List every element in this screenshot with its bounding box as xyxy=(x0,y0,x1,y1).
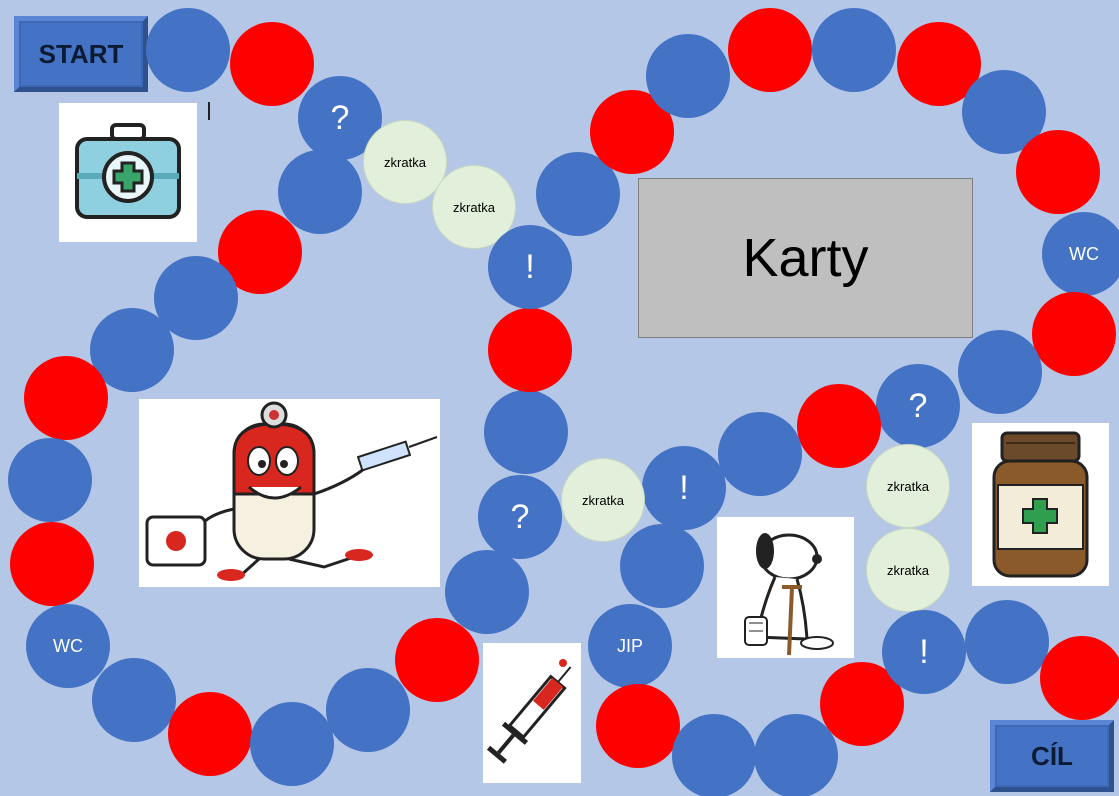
field-blue[interactable] xyxy=(146,8,230,92)
snoopy-crutch-icon xyxy=(717,517,854,658)
field-blue[interactable] xyxy=(812,8,896,92)
field-question[interactable]: ? xyxy=(298,76,382,160)
field-red[interactable] xyxy=(10,522,94,606)
field-shortcut[interactable]: zkratka xyxy=(866,528,950,612)
medicine-jar-icon xyxy=(972,423,1109,586)
text-cursor xyxy=(208,102,210,120)
cards-deck[interactable]: Karty xyxy=(638,178,973,338)
field-red[interactable] xyxy=(1016,130,1100,214)
field-blue[interactable] xyxy=(536,152,620,236)
field-red[interactable] xyxy=(230,22,314,106)
field-blue[interactable] xyxy=(958,330,1042,414)
field-red[interactable] xyxy=(1040,636,1119,720)
field-red[interactable] xyxy=(488,308,572,392)
field-shortcut[interactable]: zkratka xyxy=(561,458,645,542)
field-red[interactable] xyxy=(1032,292,1116,376)
field-red[interactable] xyxy=(596,684,680,768)
field-blue[interactable] xyxy=(672,714,756,796)
first-aid-kit-icon xyxy=(59,103,197,242)
field-blue[interactable] xyxy=(326,668,410,752)
field-blue[interactable] xyxy=(92,658,176,742)
field-wc[interactable]: WC xyxy=(26,604,110,688)
field-red[interactable] xyxy=(395,618,479,702)
field-blue[interactable] xyxy=(620,524,704,608)
field-shortcut[interactable]: zkratka xyxy=(866,444,950,528)
field-red[interactable] xyxy=(168,692,252,776)
field-blue[interactable] xyxy=(754,714,838,796)
field-question[interactable]: ? xyxy=(876,364,960,448)
field-blue[interactable] xyxy=(154,256,238,340)
field-blue[interactable] xyxy=(646,34,730,118)
field-red[interactable] xyxy=(728,8,812,92)
field-blue[interactable] xyxy=(965,600,1049,684)
field-blue[interactable] xyxy=(484,390,568,474)
field-exclamation[interactable]: ! xyxy=(642,446,726,530)
field-exclamation[interactable]: ! xyxy=(488,225,572,309)
field-blue[interactable] xyxy=(718,412,802,496)
syringe-icon xyxy=(483,643,581,783)
start-button[interactable]: START xyxy=(14,16,148,92)
finish-button[interactable]: CÍL xyxy=(990,720,1114,792)
field-blue[interactable] xyxy=(445,550,529,634)
field-blue[interactable] xyxy=(250,702,334,786)
field-wc[interactable]: WC xyxy=(1042,212,1119,296)
field-blue[interactable] xyxy=(8,438,92,522)
field-red[interactable] xyxy=(797,384,881,468)
field-shortcut[interactable]: zkratka xyxy=(363,120,447,204)
field-blue[interactable] xyxy=(278,150,362,234)
field-icu[interactable]: JIP xyxy=(588,604,672,688)
field-question[interactable]: ? xyxy=(478,475,562,559)
doctor-pill-cartoon-icon xyxy=(139,399,440,587)
field-exclamation[interactable]: ! xyxy=(882,610,966,694)
field-blue[interactable] xyxy=(90,308,174,392)
field-red[interactable] xyxy=(24,356,108,440)
